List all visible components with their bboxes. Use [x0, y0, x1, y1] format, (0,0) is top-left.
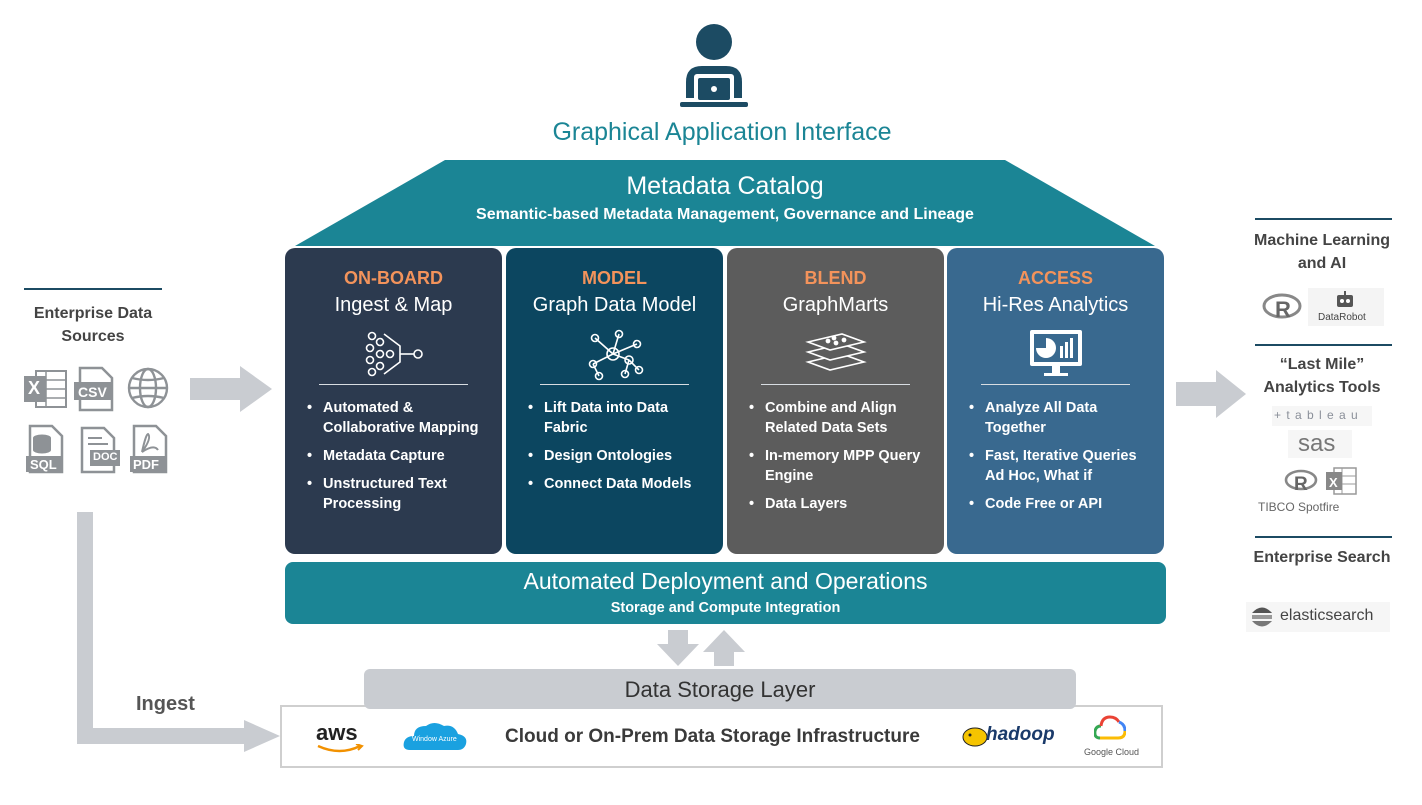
- funnel-icon: [365, 331, 423, 377]
- list-item: Design Ontologies: [528, 446, 711, 466]
- excel-small-icon: X: [1326, 467, 1357, 495]
- ingest-label: Ingest: [136, 693, 195, 715]
- down-arrow-icon: [657, 630, 699, 666]
- list-item: Code Free or API: [969, 494, 1152, 514]
- sources-top-rule: [24, 288, 162, 290]
- list-item: In-memory MPP Query Engine: [749, 446, 932, 486]
- storage-layer-bar: [364, 669, 1076, 709]
- user-laptop-icon: [680, 24, 748, 107]
- aws-logo: aws: [314, 720, 366, 754]
- up-arrow-icon: [703, 630, 745, 666]
- list-item: Analyze All Data Together: [969, 398, 1152, 438]
- automation-title: Automated Deployment and Operations: [523, 568, 928, 594]
- google-cloud-logo: Google Cloud: [1082, 714, 1139, 760]
- column-title: Hi-Res Analytics: [982, 294, 1129, 316]
- datarobot-logo: DataRobot: [1308, 288, 1384, 326]
- tibco-logo: TIBCO Spotfire: [1258, 500, 1340, 514]
- list-item: Connect Data Models: [528, 474, 711, 494]
- column-head: ON-BOARD: [344, 268, 443, 288]
- list-item: Metadata Capture: [307, 446, 490, 466]
- list-item: Unstructured Text Processing: [307, 474, 490, 514]
- column-list: Combine and Align Related Data Sets In-m…: [749, 398, 932, 522]
- metadata-catalog-subtitle: Semantic-based Metadata Management, Gove…: [476, 206, 974, 223]
- output-arrow-icon: [1176, 370, 1246, 418]
- column-onboard: ON-BOARD Ingest & Map Automated & Collab…: [285, 248, 502, 554]
- ingest-path-horizontal: [77, 728, 247, 744]
- column-divider: [319, 384, 468, 385]
- right-arrow-icon: [190, 366, 272, 412]
- sas-logo: sas: [1288, 430, 1352, 458]
- ml-title: Machine Learning and AI: [1253, 232, 1391, 272]
- column-title: GraphMarts: [782, 294, 889, 316]
- column-list: Analyze All Data Together Fast, Iterativ…: [969, 398, 1152, 522]
- column-head: BLEND: [804, 268, 867, 288]
- pdf-label: PDF: [133, 457, 159, 472]
- sql-label: SQL: [30, 457, 57, 472]
- doc-file-icon: [80, 426, 120, 474]
- sql-database-icon: [26, 424, 64, 474]
- storage-layer-title: Data Storage Layer: [624, 677, 816, 702]
- analytics-monitor-icon: [1029, 330, 1082, 376]
- automation-subtitle: Storage and Compute Integration: [610, 600, 841, 616]
- column-divider: [761, 384, 910, 385]
- globe-icon: [127, 367, 169, 409]
- column-divider: [540, 384, 689, 385]
- search-top-rule: [1255, 536, 1392, 538]
- automation-bar: [285, 562, 1166, 624]
- hadoop-logo: hadoop: [962, 724, 1066, 750]
- csv-file-icon: [74, 366, 114, 412]
- list-item: Combine and Align Related Data Sets: [749, 398, 932, 438]
- sources-title: Enterprise Data Sources: [33, 305, 153, 345]
- column-divider: [981, 384, 1130, 385]
- search-title: Enterprise Search: [1253, 549, 1391, 566]
- column-model: MODEL Graph Data Model Lift Data into Da…: [506, 248, 723, 554]
- column-blend: BLEND GraphMarts Combine and Align Relat…: [727, 248, 944, 554]
- graph-network-icon: [588, 329, 643, 381]
- column-title: Graph Data Model: [532, 294, 697, 316]
- azure-logo: Window Azure: [402, 718, 468, 754]
- ingest-path-vertical: [77, 512, 93, 744]
- storage-infrastructure-label: Cloud or On-Prem Data Storage Infrastruc…: [505, 726, 920, 747]
- layers-icon: [804, 333, 867, 371]
- svg-text:X: X: [1329, 475, 1338, 490]
- svg-text:R: R: [1275, 297, 1291, 322]
- column-access: ACCESS Hi-Res Analytics Analyze All Data…: [947, 248, 1164, 554]
- elasticsearch-logo: elasticsearch: [1246, 602, 1390, 632]
- tableau-logo: + t a b l e a u: [1272, 406, 1372, 426]
- list-item: Data Layers: [749, 494, 932, 514]
- svg-text:R: R: [1294, 474, 1308, 494]
- list-item: Fast, Iterative Queries Ad Hoc, What if: [969, 446, 1152, 486]
- column-list: Lift Data into Data Fabric Design Ontolo…: [528, 398, 711, 502]
- list-item: Lift Data into Data Fabric: [528, 398, 711, 438]
- ml-top-rule: [1255, 218, 1392, 220]
- pdf-file-icon: [130, 424, 168, 474]
- column-title: Ingest & Map: [334, 294, 453, 316]
- ingest-arrow-icon: [244, 720, 280, 752]
- r-logo-small: R: [1284, 468, 1318, 499]
- excel-label: X: [28, 378, 41, 398]
- csv-label: CSV: [78, 384, 107, 400]
- column-head: MODEL: [582, 268, 647, 288]
- r-logo: R: [1262, 292, 1302, 327]
- lastmile-top-rule: [1255, 344, 1392, 346]
- metadata-catalog-roof: [295, 160, 1155, 246]
- gui-title: Graphical Application Interface: [552, 118, 892, 146]
- doc-label: DOC: [93, 451, 118, 463]
- column-head: ACCESS: [1017, 268, 1093, 288]
- list-item: Automated & Collaborative Mapping: [307, 398, 490, 438]
- column-list: Automated & Collaborative Mapping Metada…: [307, 398, 490, 522]
- excel-icon: [24, 370, 67, 408]
- lastmile-title: “Last Mile” Analytics Tools: [1263, 356, 1381, 396]
- metadata-catalog-title: Metadata Catalog: [626, 172, 824, 200]
